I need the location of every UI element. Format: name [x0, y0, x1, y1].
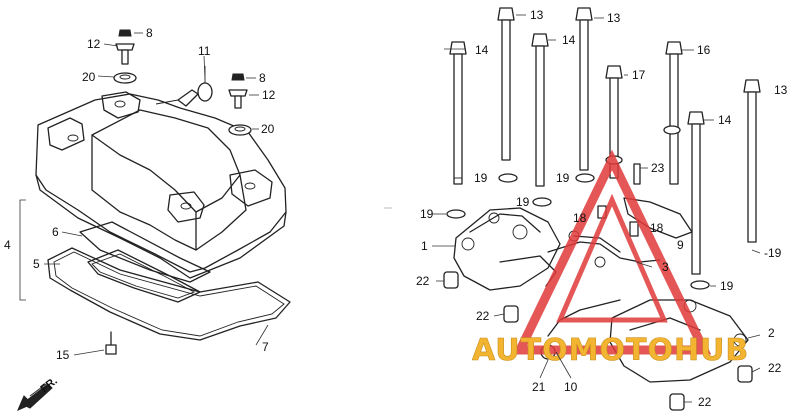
dowel-22b	[503, 305, 519, 323]
washer-19e	[690, 280, 710, 290]
callout-19c: 19	[516, 195, 530, 209]
callout-12b: 12	[262, 88, 276, 102]
watermark-text: AUTOMOTOHUB	[472, 333, 749, 368]
callout-18b: 18	[650, 221, 664, 235]
callout-19b: 19	[420, 207, 434, 221]
callout-19f: -19	[764, 246, 782, 260]
callout-14c: 14	[718, 113, 732, 127]
gasket-5	[87, 249, 201, 303]
washer-20b	[228, 124, 252, 136]
callout-21: 21	[532, 380, 546, 394]
bolt-16	[665, 41, 683, 185]
watermark-logo: AUTOMOTOHUB	[472, 149, 749, 368]
callout-14a: 14	[475, 43, 489, 57]
callout-22a: 22	[416, 274, 430, 288]
dowel-22d	[669, 393, 685, 411]
front-direction-arrow	[17, 383, 53, 411]
camshaft-holder-1	[453, 207, 561, 291]
washer-20a	[113, 72, 137, 84]
callout-19e: 19	[720, 279, 734, 293]
callout-10: 10	[564, 380, 578, 394]
washer-19c	[532, 197, 552, 207]
leader-lines	[44, 14, 761, 403]
callout-22b: 22	[476, 309, 490, 323]
cylinder-head-cover	[35, 89, 287, 279]
callout-15: 15	[56, 348, 70, 362]
callout-11: 11	[198, 44, 211, 58]
bracket-9	[623, 197, 693, 239]
bolt-15	[105, 331, 117, 355]
bolt-14b	[575, 7, 593, 171]
bolt-13b	[531, 33, 549, 187]
bolt-17	[605, 65, 623, 179]
callout-16: 16	[697, 43, 711, 57]
callout-8a: 8	[146, 26, 153, 40]
callout-19d: 19	[556, 171, 570, 185]
bolt-14c	[687, 111, 705, 275]
washer-19b	[498, 173, 518, 183]
washer-19d	[575, 173, 595, 183]
callout-1: 1	[421, 239, 428, 253]
callout-7: 7	[262, 340, 269, 354]
callout-5: 5	[33, 257, 40, 271]
dowel-22a	[443, 271, 459, 289]
callout-4: 4	[4, 238, 11, 252]
callout-6: 6	[52, 225, 59, 239]
cap-nut-8b	[231, 73, 245, 81]
cap-nut-8a	[118, 29, 132, 37]
bolt-14a	[449, 41, 467, 185]
bolt-12a	[115, 43, 135, 65]
callout-3: 3	[662, 260, 669, 274]
callout-13b: 13	[607, 11, 621, 25]
bolt-13a	[497, 7, 515, 161]
callout-8b: 8	[259, 71, 266, 85]
callout-12a: 12	[87, 37, 101, 51]
bolt-13c	[743, 79, 761, 243]
callout-20a: 20	[82, 70, 96, 84]
washer-19a	[446, 209, 466, 219]
callout-13c: 13	[774, 83, 788, 97]
bolt-12b	[228, 89, 248, 109]
callout-14b: 14	[562, 33, 576, 47]
callout-22c: 22	[768, 361, 782, 375]
callout-22d: 22	[698, 395, 712, 409]
callout-23: 23	[651, 161, 665, 175]
callout-18a: 18	[573, 211, 587, 225]
callout-2: 2	[768, 326, 775, 340]
dowel-22c	[737, 365, 753, 383]
callout-20b: 20	[261, 122, 275, 136]
callout-19a: 19	[474, 171, 488, 185]
callout-labels: 8 12 20 11 8 12 20 4 6 5 15 7 13 13 13 1…	[4, 8, 788, 409]
gasket-7	[47, 247, 291, 341]
callout-9: 9	[677, 238, 684, 252]
callout-13a: 13	[530, 8, 544, 22]
callout-17: 17	[632, 68, 646, 82]
